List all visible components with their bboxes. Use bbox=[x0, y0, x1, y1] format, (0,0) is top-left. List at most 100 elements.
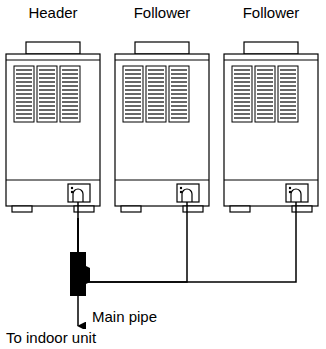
pipe-port bbox=[291, 189, 301, 202]
louver bbox=[125, 77, 141, 78]
louver bbox=[171, 81, 187, 82]
louver bbox=[234, 93, 250, 94]
louver bbox=[234, 77, 250, 78]
top-cap bbox=[26, 42, 80, 54]
vent-panel bbox=[123, 66, 143, 122]
louver bbox=[280, 97, 296, 98]
pipe-port bbox=[73, 189, 83, 202]
louver bbox=[39, 73, 55, 74]
louver bbox=[125, 81, 141, 82]
outdoor-unit: Follower bbox=[222, 4, 320, 218]
louver bbox=[280, 93, 296, 94]
top-cap bbox=[244, 42, 298, 54]
louver bbox=[62, 77, 78, 78]
louver bbox=[62, 105, 78, 106]
outdoor-unit: Follower bbox=[113, 4, 211, 218]
louver bbox=[148, 89, 164, 90]
louver bbox=[62, 85, 78, 86]
panel-line bbox=[6, 180, 100, 181]
louver bbox=[257, 73, 273, 74]
louver bbox=[16, 101, 32, 102]
louver bbox=[62, 69, 78, 70]
louver bbox=[148, 97, 164, 98]
louver bbox=[257, 105, 273, 106]
louver bbox=[62, 73, 78, 74]
louver bbox=[125, 117, 141, 118]
louver bbox=[16, 81, 32, 82]
louver bbox=[171, 101, 187, 102]
unit-casing bbox=[115, 54, 209, 206]
louver bbox=[16, 97, 32, 98]
louver bbox=[148, 117, 164, 118]
louver bbox=[62, 93, 78, 94]
louver bbox=[62, 89, 78, 90]
louver bbox=[234, 101, 250, 102]
louver bbox=[280, 101, 296, 102]
vent-panel bbox=[14, 66, 34, 122]
louver bbox=[234, 117, 250, 118]
louver bbox=[171, 117, 187, 118]
louver bbox=[234, 89, 250, 90]
louver bbox=[16, 73, 32, 74]
louver bbox=[280, 105, 296, 106]
louver bbox=[16, 89, 32, 90]
louver bbox=[16, 77, 32, 78]
louver bbox=[148, 109, 164, 110]
louver bbox=[39, 81, 55, 82]
louver bbox=[234, 81, 250, 82]
unit-drawing bbox=[222, 4, 320, 218]
louver bbox=[62, 97, 78, 98]
louver bbox=[257, 81, 273, 82]
pipe-port bbox=[182, 189, 192, 202]
louver bbox=[148, 101, 164, 102]
refrigerant-pipe bbox=[78, 218, 187, 282]
vent-panel bbox=[60, 66, 80, 122]
vent-panel bbox=[232, 66, 252, 122]
louver bbox=[39, 97, 55, 98]
casing-line bbox=[224, 60, 318, 61]
louver bbox=[16, 85, 32, 86]
louver bbox=[257, 117, 273, 118]
unit-foot bbox=[12, 206, 32, 212]
louver bbox=[257, 101, 273, 102]
louver bbox=[234, 113, 250, 114]
louver bbox=[257, 77, 273, 78]
louver bbox=[125, 97, 141, 98]
louver bbox=[125, 73, 141, 74]
louver bbox=[16, 105, 32, 106]
service-box bbox=[68, 184, 90, 202]
louver bbox=[280, 109, 296, 110]
pipe-label: Main pipe bbox=[92, 308, 157, 326]
louver bbox=[125, 109, 141, 110]
unit-pipe-stub bbox=[295, 202, 297, 218]
louver bbox=[280, 81, 296, 82]
louver bbox=[62, 101, 78, 102]
louver bbox=[171, 69, 187, 70]
vent-panel bbox=[255, 66, 275, 122]
louver bbox=[280, 85, 296, 86]
louver bbox=[171, 109, 187, 110]
louver bbox=[257, 113, 273, 114]
unit-pipe-stub bbox=[77, 202, 79, 218]
panel-line bbox=[224, 180, 318, 181]
louver bbox=[148, 77, 164, 78]
louver bbox=[234, 85, 250, 86]
louver bbox=[280, 73, 296, 74]
louver bbox=[62, 113, 78, 114]
port-dot bbox=[71, 191, 73, 193]
unit-foot bbox=[292, 206, 312, 212]
louver bbox=[125, 89, 141, 90]
louver bbox=[62, 117, 78, 118]
louver bbox=[148, 81, 164, 82]
vent-panel bbox=[278, 66, 298, 122]
port-dot bbox=[180, 191, 182, 193]
louver bbox=[171, 93, 187, 94]
louver bbox=[171, 85, 187, 86]
louver bbox=[257, 93, 273, 94]
unit-role: Follower bbox=[222, 4, 320, 22]
unit-casing bbox=[224, 54, 318, 206]
louver bbox=[171, 113, 187, 114]
louver bbox=[234, 97, 250, 98]
unit-foot bbox=[230, 206, 250, 212]
louver bbox=[257, 69, 273, 70]
